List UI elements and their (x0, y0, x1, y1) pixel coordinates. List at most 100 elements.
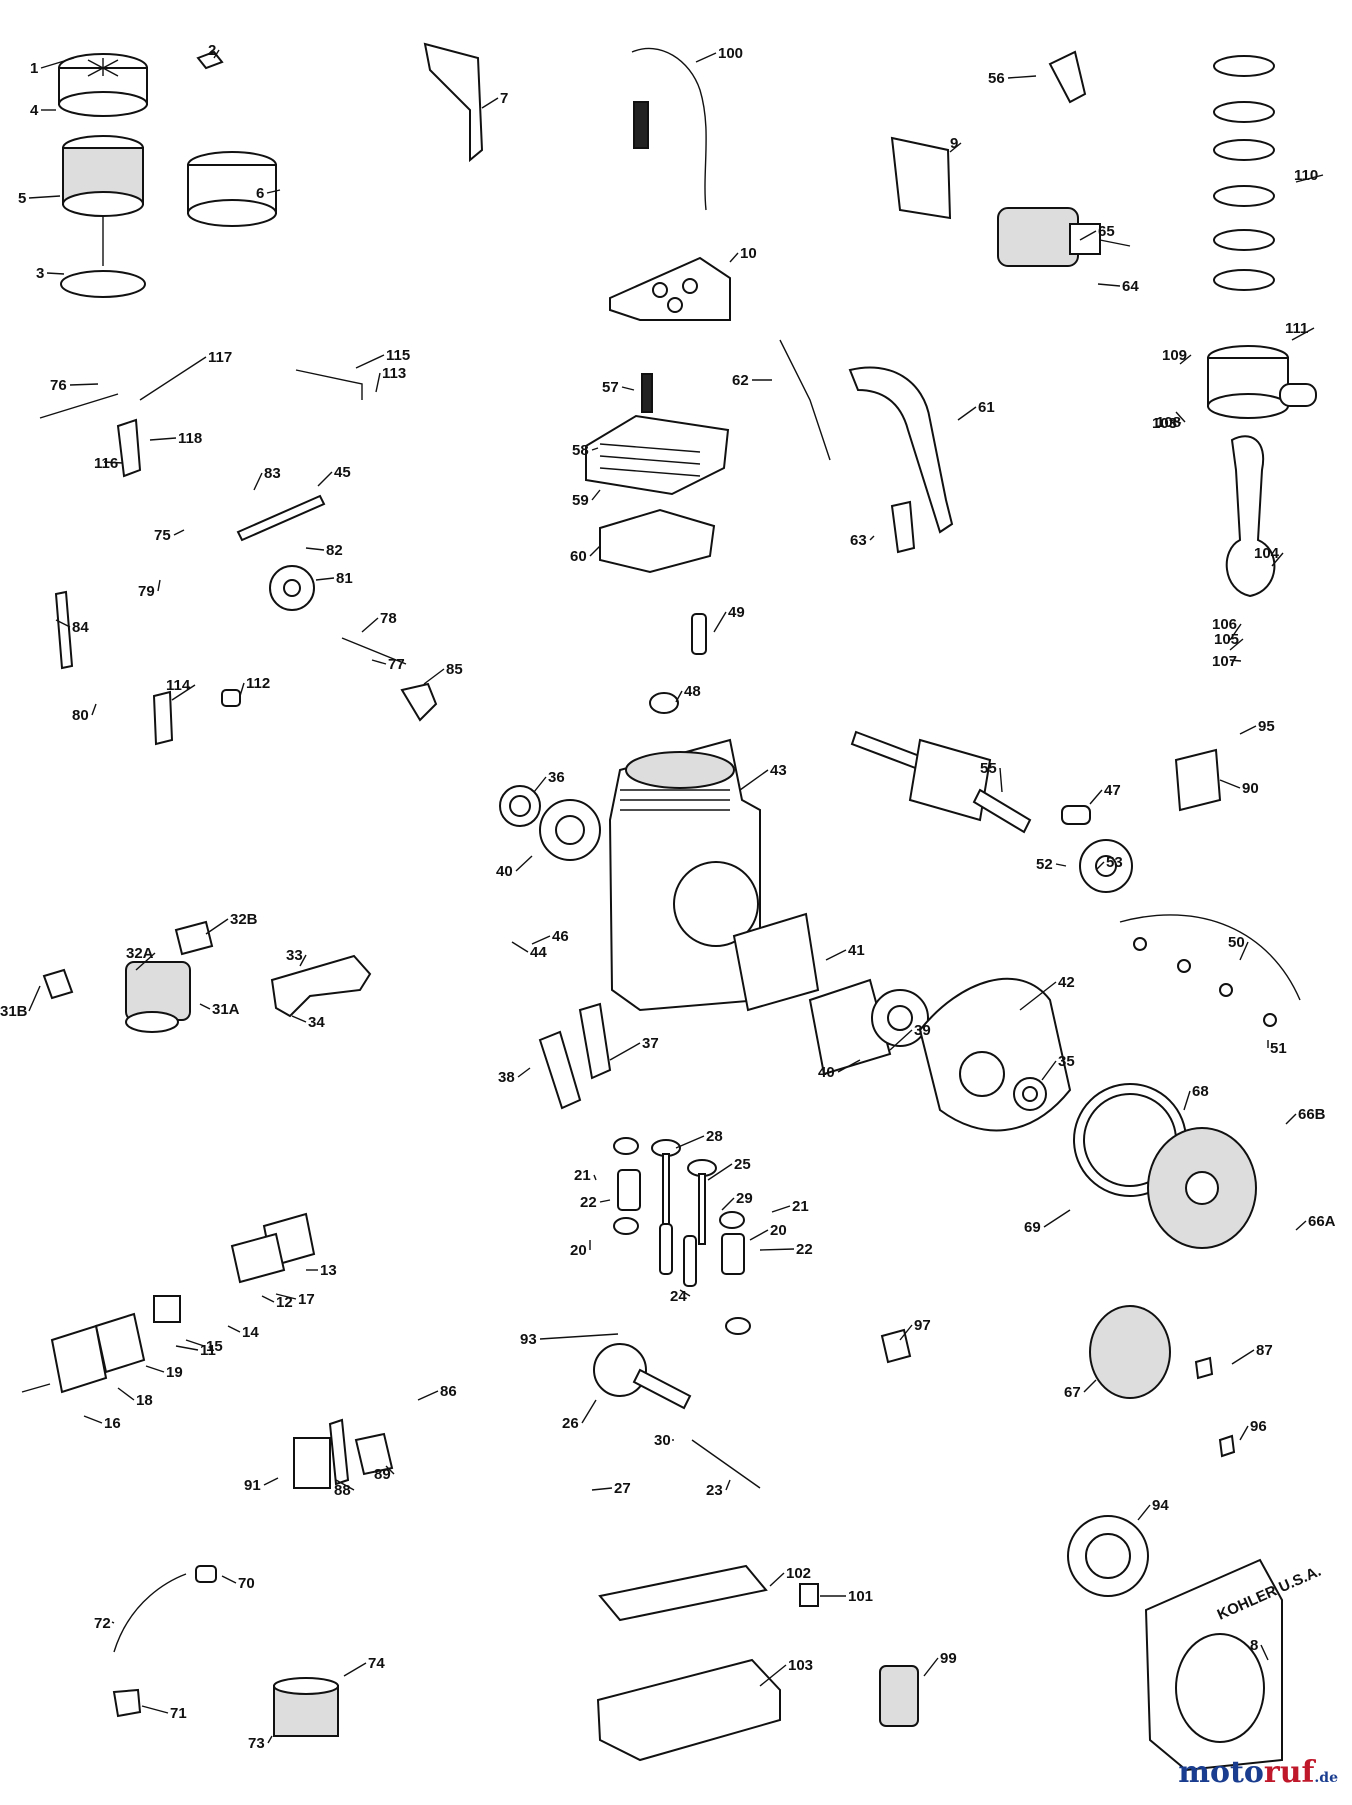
callout-label: 50 (1228, 934, 1245, 951)
spark-plug (633, 101, 649, 149)
leader-line (1239, 941, 1249, 961)
leader-line (707, 1163, 733, 1181)
leader-line (729, 252, 739, 263)
callout-label: 32B (230, 911, 258, 928)
leader-line (957, 406, 977, 421)
leader-line (999, 767, 1003, 793)
callout-label: 32A (126, 945, 154, 962)
air-cleaner-element (62, 135, 144, 217)
leader-line (55, 619, 71, 628)
head-bolt (641, 373, 653, 413)
leader-line (591, 1487, 613, 1491)
fitting-31b (42, 968, 74, 1000)
breather-valve-15 (153, 1295, 181, 1323)
leader-line (103, 461, 124, 464)
leader-line (1260, 1644, 1269, 1661)
leader-line (91, 703, 97, 716)
leader-line (721, 1197, 735, 1211)
governor-lever (116, 418, 142, 478)
callout-label: 11 (200, 1342, 216, 1359)
leader-line (1079, 230, 1097, 241)
callout-label: 26 (562, 1415, 579, 1432)
callout-label: 67 (1064, 1384, 1081, 1401)
callout-label: 113 (382, 365, 406, 382)
cylinder-head (585, 414, 730, 496)
callout-label: 55 (980, 760, 997, 777)
callout-label: 21 (792, 1198, 809, 1215)
callout-label: 20 (770, 1222, 787, 1239)
leader-line (199, 1003, 211, 1010)
leader-line (1295, 1220, 1307, 1231)
callout-label: 15 (206, 1338, 223, 1355)
leader-line (139, 356, 207, 401)
leader-line (1043, 1209, 1071, 1228)
leader-line (1219, 779, 1241, 789)
fuel-filter (195, 1565, 217, 1583)
leader-line (171, 684, 196, 701)
leader-line (355, 354, 385, 369)
callout-label: 25 (734, 1156, 751, 1173)
bracket (423, 42, 484, 163)
leader-line (343, 1662, 367, 1677)
leader-line (825, 949, 847, 961)
callout-label: 97 (914, 1317, 931, 1334)
callout-label: 23 (706, 1482, 723, 1499)
leader-line (531, 935, 551, 945)
callout-label: 48 (684, 683, 701, 700)
leader-line (1229, 638, 1244, 651)
leader-line (361, 617, 379, 633)
shroud-9 (890, 136, 952, 220)
leader-line (1285, 1113, 1297, 1125)
callout-label: 81 (336, 570, 353, 587)
leader-line (481, 97, 499, 109)
leader-line (517, 1067, 531, 1078)
fuel-pump (273, 1677, 339, 1737)
leader-line (599, 1199, 611, 1203)
air-cleaner-cover (58, 53, 148, 117)
main-bearing-2 (871, 989, 929, 1047)
throttle-link (295, 369, 363, 400)
callout-label: 93 (520, 1331, 537, 1348)
shim-group-50 (1119, 914, 1301, 1001)
head-gasket (599, 508, 716, 574)
valve-intake (687, 1159, 717, 1245)
callout-label: 99 (940, 1650, 957, 1667)
leader-line (515, 855, 533, 872)
callout-label: 43 (770, 762, 787, 779)
flywheel (1147, 1127, 1257, 1249)
callout-label: 107 (1212, 653, 1237, 670)
callout-label: 41 (848, 942, 865, 959)
leader-line (261, 1295, 275, 1303)
callout-label: 68 (1192, 1083, 1209, 1100)
rectifier-91 (293, 1437, 331, 1489)
callout-label: 27 (614, 1480, 631, 1497)
leader-line (417, 1390, 439, 1401)
leader-line (1183, 1090, 1191, 1111)
leader-line (749, 1229, 769, 1241)
lever-plate (152, 690, 174, 746)
callout-label: 66B (1298, 1106, 1326, 1123)
leader-line (739, 769, 769, 791)
throttle-lever (54, 590, 74, 670)
leader-line (1291, 327, 1315, 341)
spring-retainer-20b (725, 1317, 751, 1335)
leader-line (1239, 1425, 1249, 1441)
leader-line (511, 941, 529, 953)
callout-label: 101 (848, 1588, 873, 1605)
leader-line (1137, 1504, 1151, 1521)
leader-line (267, 1735, 273, 1744)
piston (1207, 345, 1317, 419)
leader-line (621, 386, 635, 391)
callout-label: 51 (1270, 1040, 1287, 1057)
crankshaft (850, 730, 1032, 834)
leader-line (173, 529, 185, 536)
leader-line (923, 1657, 939, 1677)
oil-seal-36 (499, 785, 541, 827)
callout-label: 118 (178, 430, 202, 447)
callout-label: 38 (498, 1069, 515, 1086)
callout-label: 31B (0, 1003, 28, 1020)
callout-label: 58 (572, 442, 589, 459)
leader-line (117, 1387, 135, 1401)
leader-line (1271, 552, 1284, 567)
